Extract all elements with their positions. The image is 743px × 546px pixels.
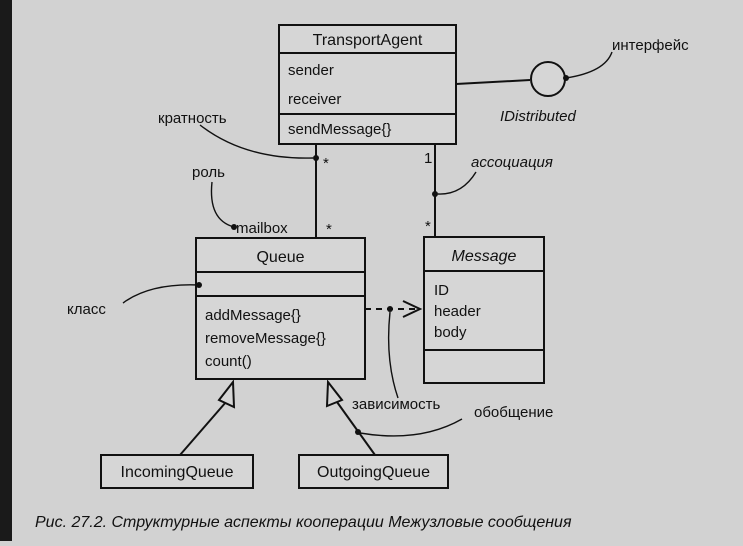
- attr-sender: sender: [288, 62, 334, 79]
- association-agent-message: 1 *: [424, 144, 438, 237]
- label-role: роль: [192, 164, 225, 181]
- role-mailbox: mailbox: [236, 220, 288, 237]
- multiplicity-agent-message: 1: [424, 150, 432, 167]
- attr-header: header: [434, 303, 481, 320]
- scan-edge: [0, 0, 12, 541]
- attr-body: body: [434, 324, 467, 341]
- label-association: ассоциация: [471, 154, 553, 171]
- attr-receiver: receiver: [288, 91, 341, 108]
- queue-class: Queue addMessage{} removeMessage{} count…: [195, 237, 366, 380]
- op-send-message: sendMessage{}: [288, 121, 391, 138]
- label-multiplicity: кратность: [158, 110, 227, 127]
- transport-agent-name: TransportAgent: [313, 32, 423, 49]
- figure-caption: Рис. 27.2. Структурные аспекты коопераци…: [35, 514, 572, 531]
- op-add-message: addMessage{}: [205, 307, 301, 324]
- association-agent-queue: * * mailbox: [236, 144, 332, 238]
- message-name: Message: [452, 248, 517, 265]
- op-remove-message: removeMessage{}: [205, 330, 326, 347]
- leader-lines: [122, 51, 613, 437]
- label-class: класс: [67, 301, 106, 318]
- interface-name: IDistributed: [500, 108, 577, 125]
- annotation-labels: интерфейс кратность роль ассоциация клас…: [67, 37, 689, 421]
- generalization-incoming: [179, 379, 236, 456]
- generalization-outgoing: [325, 379, 376, 456]
- label-generalization: обобщение: [474, 404, 553, 421]
- label-interface: интерфейс: [612, 37, 689, 54]
- outgoing-queue-name: OutgoingQueue: [317, 464, 430, 481]
- multiplicity-queue: *: [326, 221, 332, 238]
- attr-id: ID: [434, 282, 449, 299]
- incoming-queue-name: IncomingQueue: [121, 464, 234, 481]
- message-class: Message ID header body: [423, 236, 545, 384]
- multiplicity-message: *: [425, 218, 431, 235]
- incoming-queue-class: IncomingQueue: [100, 454, 254, 489]
- outgoing-queue-class: OutgoingQueue: [298, 454, 449, 489]
- transport-agent-class: TransportAgent sender receiver sendMessa…: [278, 24, 457, 145]
- multiplicity-agent: *: [323, 155, 329, 172]
- queue-name: Queue: [256, 249, 304, 266]
- label-dependency: зависимость: [352, 396, 440, 413]
- op-count: count(): [205, 353, 252, 370]
- interface-lollipop: IDistributed: [455, 61, 577, 125]
- dependency-arrow: [365, 300, 423, 318]
